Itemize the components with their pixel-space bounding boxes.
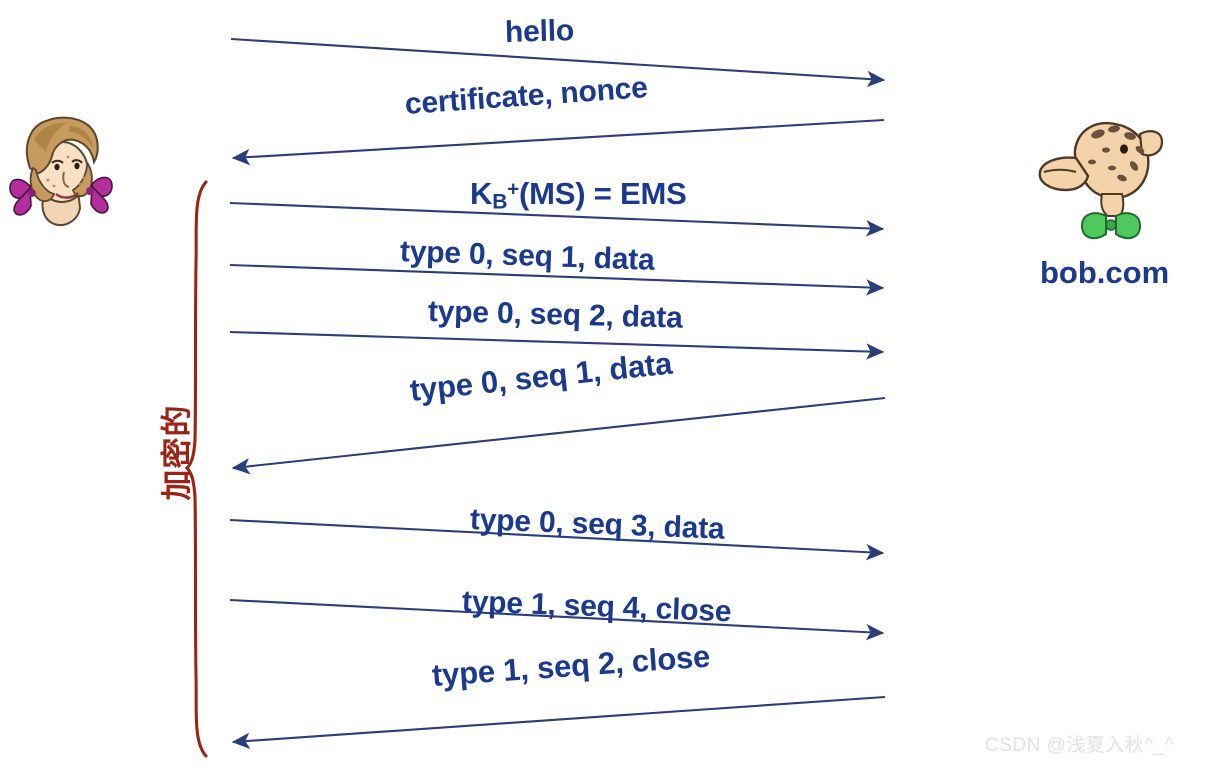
message-arrow bbox=[230, 37, 886, 88]
message-arrow bbox=[229, 263, 885, 296]
message-arrow bbox=[231, 396, 886, 475]
msg-type0-seq2-data-label: type 0, seq 2, data bbox=[427, 295, 684, 335]
message-arrow bbox=[229, 201, 885, 237]
csdn-watermark: CSDN @浅夏入秋^_^ bbox=[985, 735, 1175, 756]
encrypted-brace-label: 加密的 bbox=[159, 404, 195, 501]
message-arrow-layer bbox=[229, 37, 886, 750]
msg-kb-ms-ems-label: KB+(MS) = EMS bbox=[470, 176, 687, 214]
message-arrow bbox=[231, 695, 886, 750]
message-arrow bbox=[229, 518, 885, 561]
bob-endpoint-label: bob.com bbox=[1040, 255, 1170, 290]
encrypted-brace bbox=[184, 180, 208, 758]
msg-hello-label: hello bbox=[504, 14, 575, 49]
bob-avatar bbox=[1038, 121, 1164, 240]
message-arrow bbox=[231, 118, 885, 166]
alice-avatar bbox=[9, 116, 113, 226]
message-arrow bbox=[229, 598, 885, 641]
message-arrow bbox=[229, 330, 885, 360]
